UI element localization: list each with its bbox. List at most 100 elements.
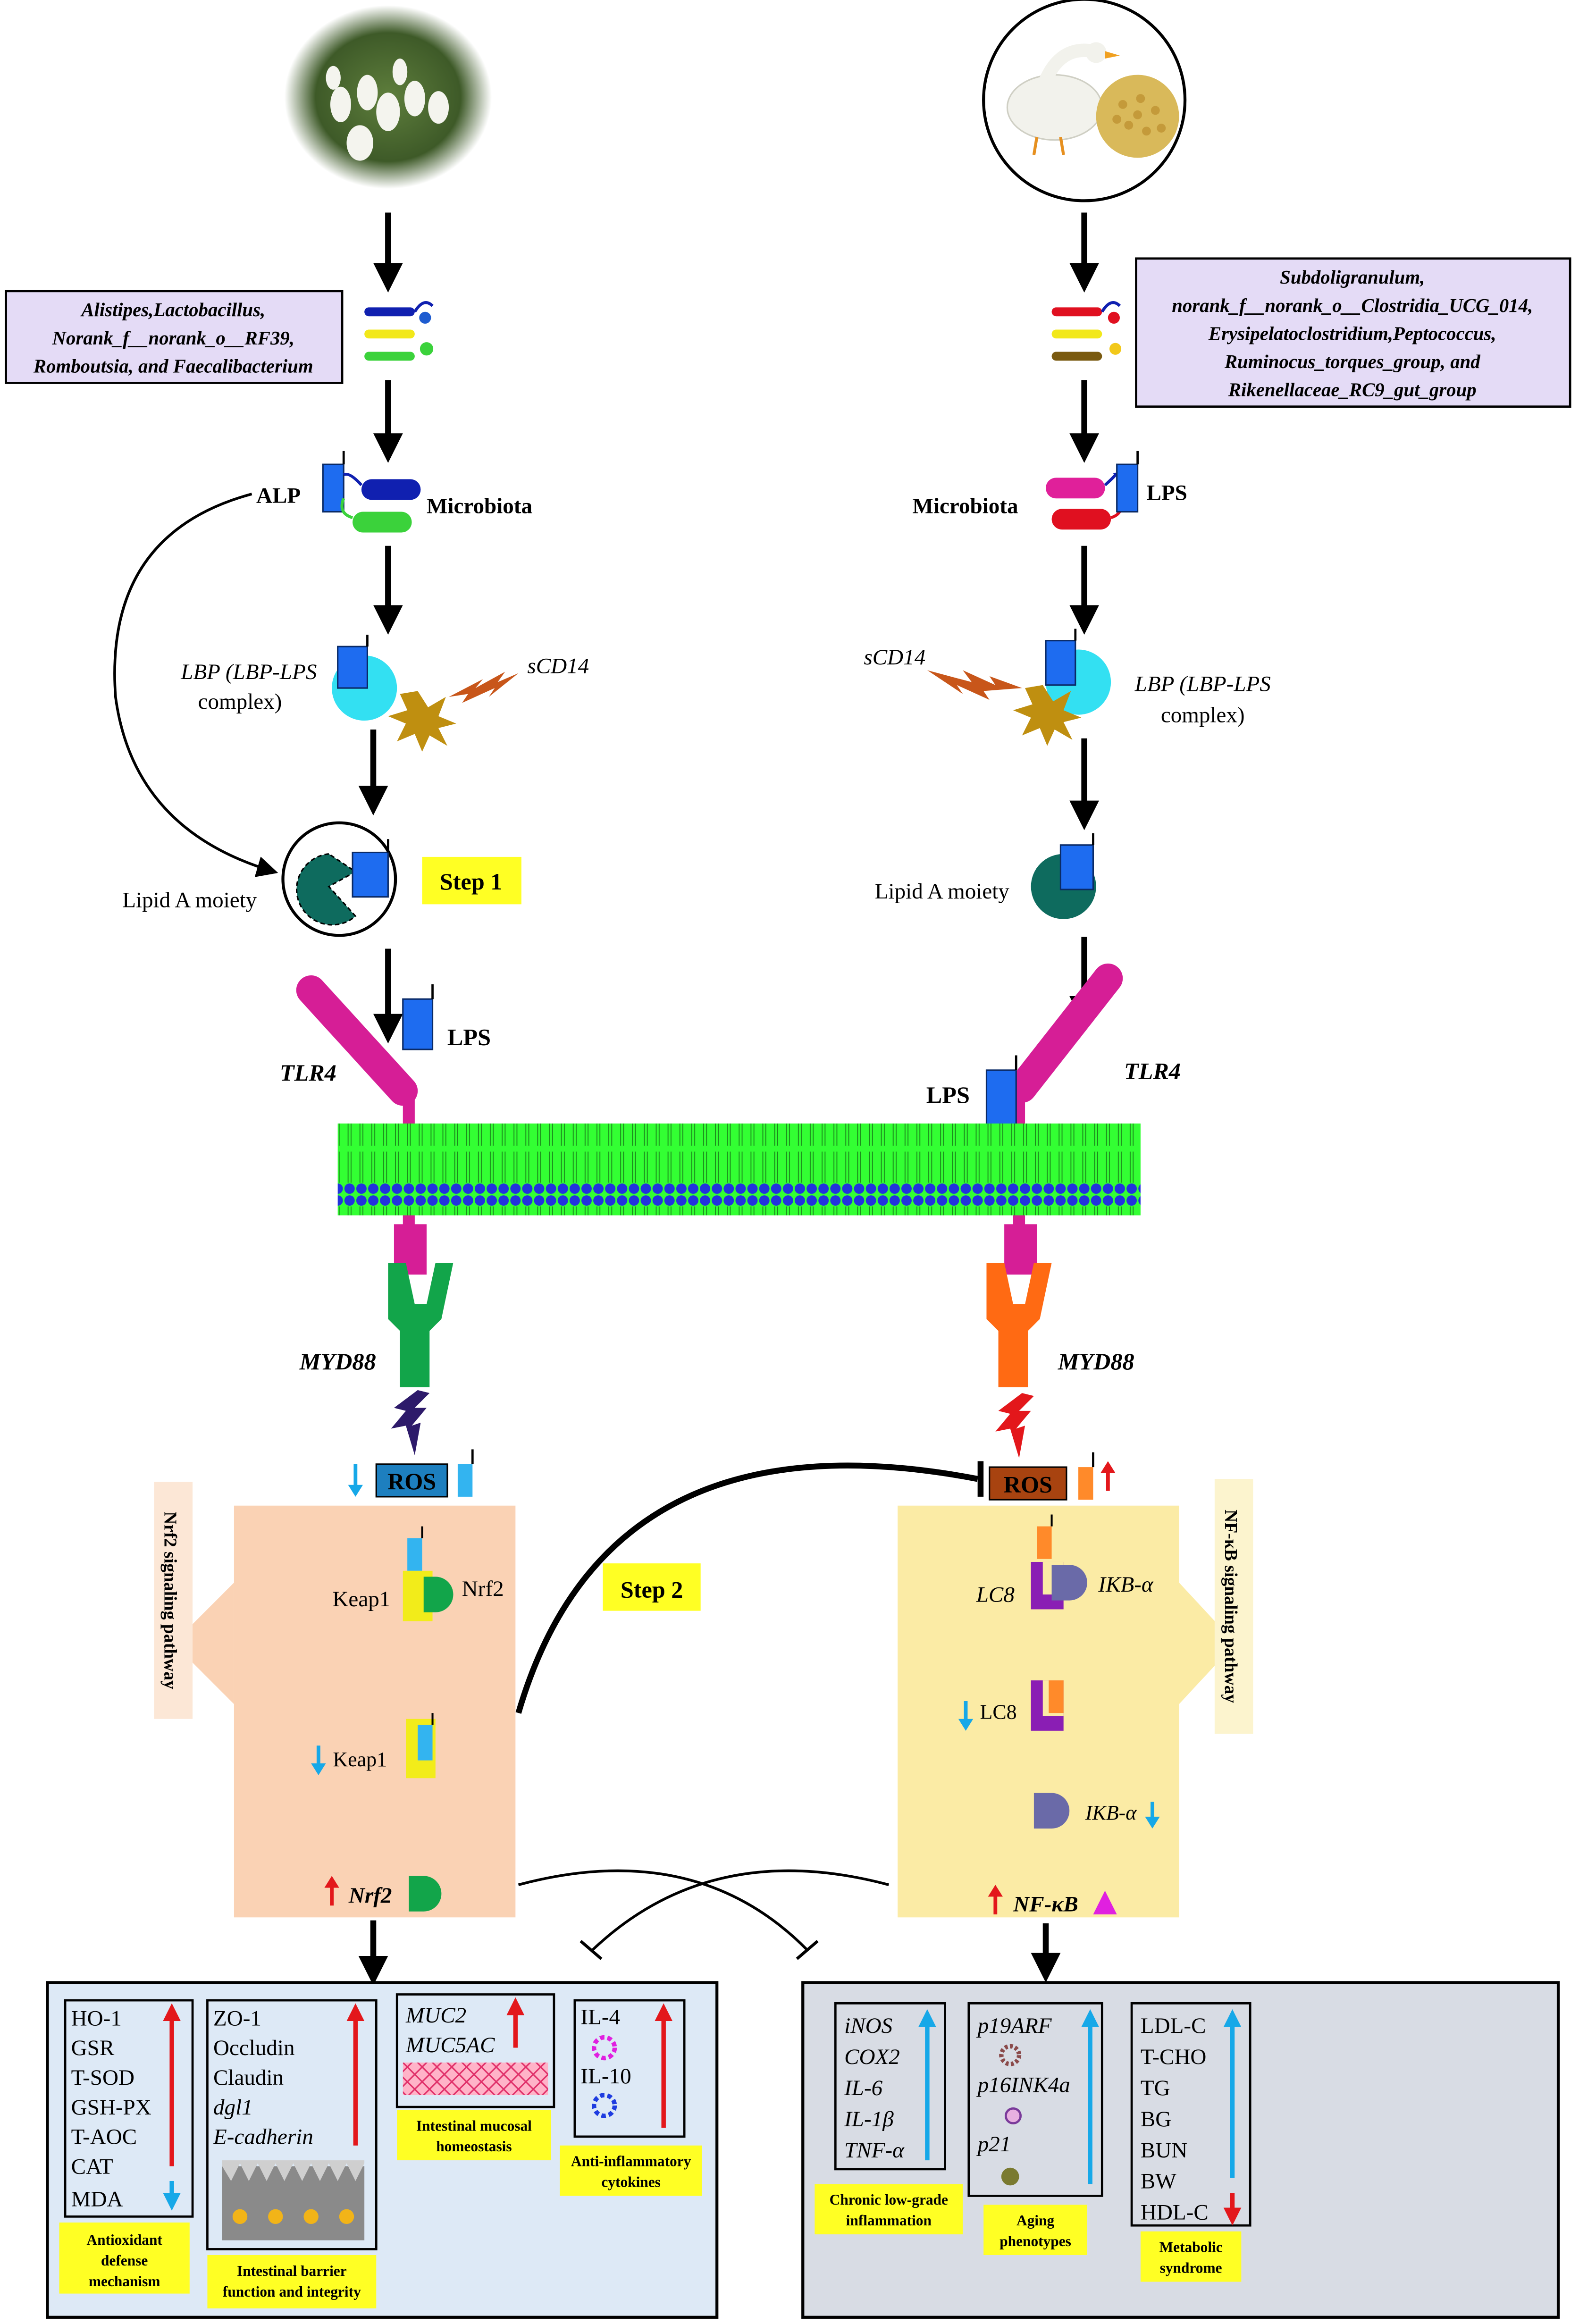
antioxidant-item-0: HO-1 bbox=[71, 2006, 122, 2030]
il4-icon bbox=[591, 2035, 617, 2061]
lbp-label-right-1: LBP (LBP-LPS bbox=[1134, 671, 1271, 696]
metabolic-caption-1: syndrome bbox=[1160, 2260, 1222, 2276]
barrier-item-0: ZO-1 bbox=[213, 2006, 261, 2030]
aging-caption-0: Aging bbox=[1016, 2212, 1055, 2229]
inflammation-item-3: IL-1β bbox=[844, 2107, 894, 2131]
taxa-right-line-3: Erysipelatoclostridium,Peptococcus, bbox=[1208, 323, 1496, 344]
aging-item-0: p19ARF bbox=[976, 2014, 1052, 2038]
lps-label-right-2: LPS bbox=[926, 1082, 970, 1108]
metabolic-item-3: BG bbox=[1141, 2107, 1171, 2131]
metabolic-item-5: BW bbox=[1141, 2169, 1176, 2194]
outcome-box-left: HO-1 GSR T-SOD GSH-PX T-AOC CAT MDA Anti… bbox=[46, 1981, 719, 2319]
antioxidant-item-4: T-AOC bbox=[71, 2125, 137, 2149]
p19arf-icon bbox=[999, 2044, 1022, 2066]
step2-text: Step 2 bbox=[621, 1576, 683, 1602]
cytokine-caption-0: Anti-inflammatory bbox=[571, 2153, 691, 2170]
lbp-complex-right bbox=[1013, 629, 1111, 746]
aging-item-1: p16INK4a bbox=[976, 2073, 1070, 2097]
scd14-bolt-left bbox=[449, 671, 519, 703]
ikb-down-label: IKB-α bbox=[1085, 1801, 1137, 1824]
bacteria-icon-right bbox=[1051, 301, 1122, 361]
taxa-right-line-4: Ruminocus_torques_group, and bbox=[1224, 351, 1480, 372]
tlr4-label-right: TLR4 bbox=[1124, 1058, 1181, 1084]
antioxidant-item-2: T-SOD bbox=[71, 2065, 134, 2090]
metabolic-item-2: TG bbox=[1141, 2076, 1170, 2100]
bacteria-icon-left bbox=[364, 301, 434, 361]
ros-right bbox=[989, 1452, 1116, 1501]
microbiota-complex-left bbox=[322, 451, 421, 533]
barrier-item-4: E-cadherin bbox=[213, 2125, 313, 2149]
metabolic-item-0: LDL-C bbox=[1141, 2014, 1206, 2038]
nrf2-up-label: Nrf2 bbox=[348, 1883, 392, 1908]
scd14-label-left: sCD14 bbox=[527, 654, 589, 679]
cytokine-caption-1: cytokines bbox=[601, 2174, 661, 2190]
barrier-caption-1: function and integrity bbox=[223, 2283, 361, 2300]
ikb-label: IKB-α bbox=[1098, 1572, 1154, 1597]
aging-caption-1: phenotypes bbox=[999, 2233, 1071, 2249]
lps-label-left: LPS bbox=[447, 1024, 491, 1050]
lps-right bbox=[985, 1055, 1017, 1131]
mucosal-caption-0: Intestinal mucosal bbox=[416, 2117, 532, 2134]
taxa-left-line-1: Alistipes,Lactobacillus, bbox=[80, 299, 265, 320]
antioxidant-caption-1: defense bbox=[101, 2252, 148, 2269]
nfkb-label: NF-κB bbox=[1013, 1892, 1078, 1917]
signal-bolt-right bbox=[995, 1393, 1034, 1459]
myd88-left bbox=[388, 1262, 454, 1387]
cytokine-item-1: IL-10 bbox=[580, 2064, 631, 2089]
scd14-label-right: sCD14 bbox=[864, 645, 925, 670]
nrf2-pathway-panel: Nrf2 signaling pathway Keap1 Nrf2 Keap1 … bbox=[154, 1482, 516, 1918]
myd88-label-left: MYD88 bbox=[299, 1348, 376, 1375]
inflammation-item-4: TNF-α bbox=[844, 2138, 905, 2163]
barrier-item-1: Occludin bbox=[213, 2036, 295, 2060]
antioxidant-item-5: CAT bbox=[71, 2154, 113, 2179]
inflammation-item-2: IL-6 bbox=[844, 2076, 883, 2100]
scd14-bolt-right bbox=[927, 670, 1022, 700]
lipid-label-left: Lipid A moiety bbox=[122, 888, 257, 913]
alp-curved-arrow bbox=[113, 493, 278, 877]
mucosal-item-1: MUC5AC bbox=[405, 2033, 495, 2057]
il10-icon bbox=[591, 2093, 617, 2118]
nrf2-label: Nrf2 bbox=[462, 1577, 504, 1601]
caged-goose-feed-photo bbox=[982, 0, 1187, 202]
antioxidant-item-1: GSR bbox=[71, 2036, 115, 2060]
lc8-label: LC8 bbox=[976, 1583, 1015, 1607]
lbp-label-left-2: complex) bbox=[198, 689, 282, 714]
taxa-left-line-2: Norank_f__norank_o__RF39, bbox=[52, 327, 294, 349]
barrier-item-2: Claudin bbox=[213, 2065, 284, 2090]
taxa-right-line-5: Rikenellaceae_RC9_gut_group bbox=[1228, 379, 1477, 401]
taxa-left-line-3: Romboutsia, and Faecalibacterium bbox=[33, 356, 313, 377]
myd88-label-right: MYD88 bbox=[1058, 1348, 1134, 1375]
metabolic-item-6: HDL-C bbox=[1141, 2200, 1209, 2225]
antioxidant-caption-2: mechanism bbox=[89, 2273, 160, 2290]
nfkb-pathway-label: NF-κB signaling pathway bbox=[1221, 1510, 1241, 1703]
inflammation-item-0: iNOS bbox=[844, 2014, 892, 2038]
ros-left bbox=[348, 1449, 474, 1498]
tlr4-label-left: TLR4 bbox=[280, 1059, 336, 1086]
free-range-geese-photo bbox=[284, 5, 492, 189]
metabolic-item-4: BUN bbox=[1141, 2138, 1187, 2163]
alp-label: ALP bbox=[256, 484, 301, 508]
mucin-layer-icon bbox=[403, 2062, 548, 2095]
ros-label-right: ROS bbox=[1004, 1471, 1052, 1497]
lc8-down-label: LC8 bbox=[980, 1701, 1017, 1724]
intestinal-villi-icon bbox=[222, 2160, 365, 2240]
antioxidant-item-6: MDA bbox=[71, 2187, 123, 2211]
inflammation-caption-1: inflammation bbox=[846, 2212, 932, 2229]
step1-text: Step 1 bbox=[440, 868, 503, 895]
p21-icon bbox=[1001, 2167, 1019, 2186]
cross-inhibition-left bbox=[518, 1869, 808, 1951]
lipid-label-right: Lipid A moiety bbox=[875, 879, 1010, 904]
lbp-complex-left bbox=[332, 635, 456, 752]
cytokine-item-0: IL-4 bbox=[580, 2005, 620, 2029]
taxa-right-line-2: norank_f__norank_o__Clostridia_UCG_014, bbox=[1172, 295, 1533, 316]
aging-item-2: p21 bbox=[976, 2132, 1011, 2156]
metabolic-item-1: T-CHO bbox=[1141, 2045, 1207, 2069]
taxa-box-left: Alistipes,Lactobacillus, Norank_f__noran… bbox=[5, 290, 344, 384]
taxa-box-right: Subdoligranulum, norank_f__norank_o__Clo… bbox=[1135, 257, 1571, 408]
mucosal-item-0: MUC2 bbox=[405, 2003, 466, 2028]
myd88-right bbox=[986, 1262, 1052, 1387]
p16-icon bbox=[1004, 2107, 1022, 2124]
antioxidant-caption-0: Antioxidant bbox=[86, 2232, 162, 2248]
